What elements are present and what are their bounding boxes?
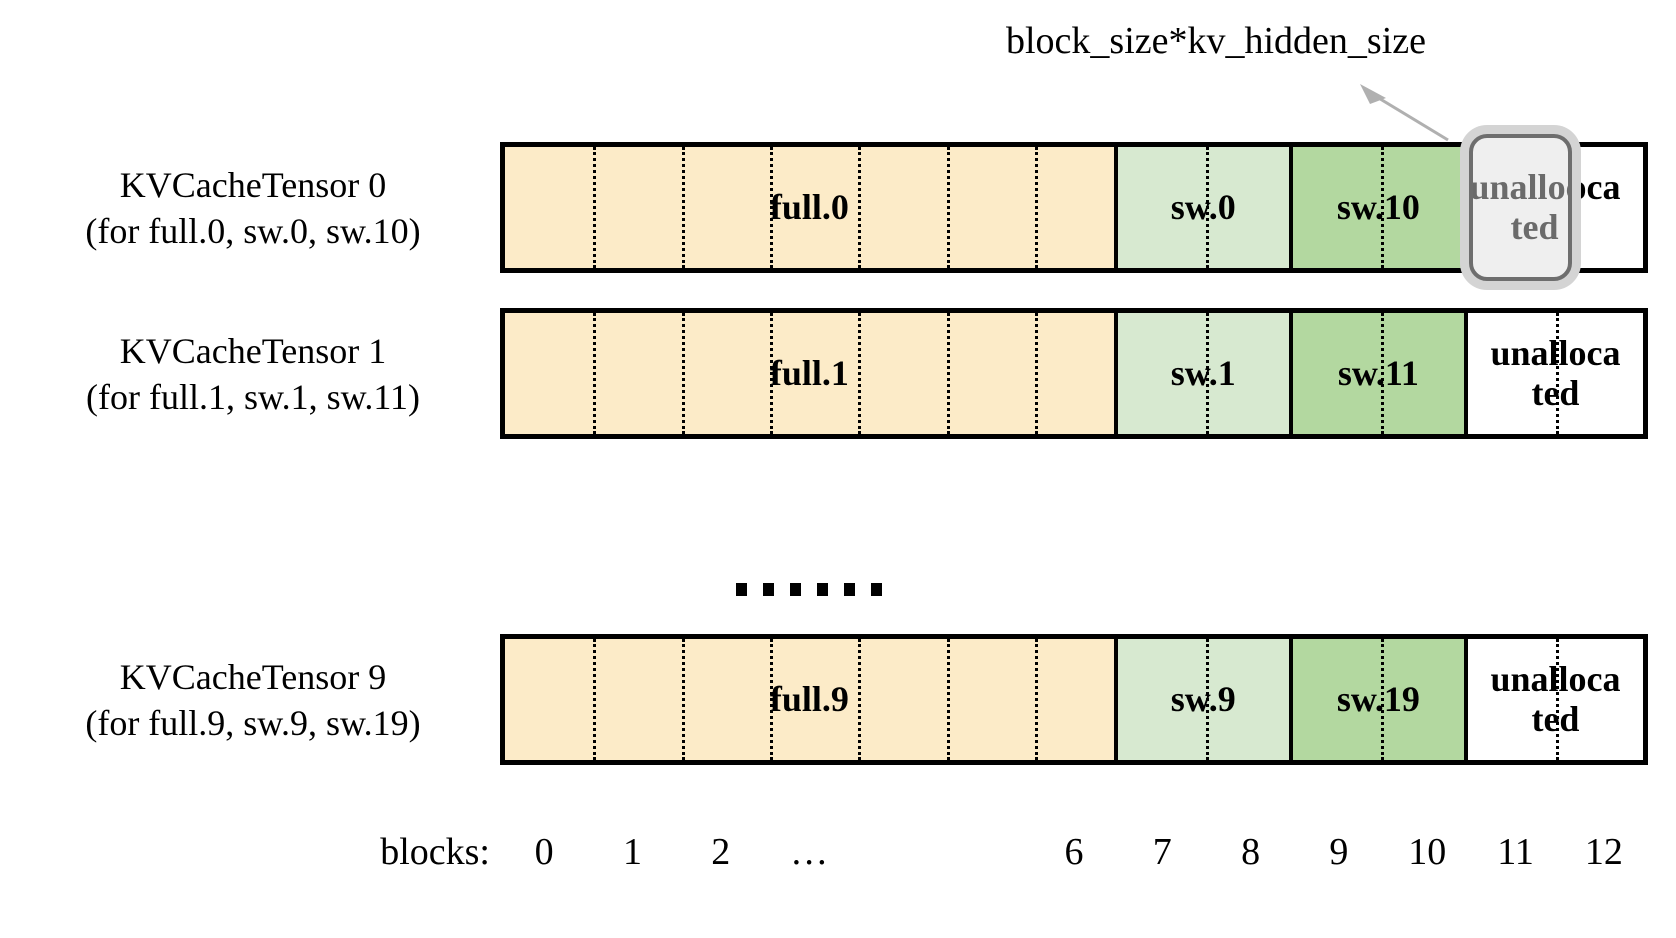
blocks-axis-tick: 8: [1241, 831, 1261, 873]
block-divider: [1034, 639, 1038, 760]
tensor-row-label-line1: KVCacheTensor 1: [119, 330, 387, 371]
blocks-axis-tick: 1: [622, 831, 642, 873]
block-divider: [1206, 313, 1210, 434]
block-divider: [1034, 313, 1038, 434]
tensor-cell-label: sw.1: [1170, 353, 1236, 394]
tensor-row-label-line1: KVCacheTensor 0: [119, 164, 387, 205]
block-divider: [946, 147, 950, 268]
block-divider: [1381, 147, 1385, 268]
blocks-axis-tick: 0: [534, 831, 554, 873]
tensor-cell-label: full.9: [769, 679, 849, 720]
tensor-cell-label: full.0: [769, 187, 849, 228]
block-divider: [681, 313, 685, 434]
block-divider: [593, 639, 597, 760]
ellipsis-dot: [844, 583, 855, 596]
block-divider: [1206, 639, 1210, 760]
block-divider: [769, 147, 773, 268]
block-divider: [946, 639, 950, 760]
tensor-cell-sw_dark[interactable]: sw.11: [1292, 313, 1468, 434]
tensor-cell-full[interactable]: full.1: [505, 313, 1118, 434]
annotation-block-size-label: block_size*kv_hidden_size: [1006, 20, 1427, 62]
block-divider: [681, 147, 685, 268]
tensor-cell-label: sw.9: [1170, 679, 1236, 720]
block-divider: [593, 313, 597, 434]
block-divider: [1206, 147, 1210, 268]
tensor-row-label-line2: (for full.9, sw.9, sw.19): [85, 702, 421, 743]
tensor-row-label: KVCacheTensor 9 (for full.9, sw.9, sw.19): [18, 654, 488, 746]
blocks-axis-tick: 9: [1329, 831, 1349, 873]
tensor-cell-label: sw.0: [1170, 187, 1236, 228]
tensor-row-label-line2: (for full.0, sw.0, sw.10): [85, 210, 421, 251]
tensor-cell-label: sw.19: [1336, 679, 1420, 720]
block-divider: [858, 313, 862, 434]
blocks-axis-tick: 7: [1152, 831, 1172, 873]
tensor-cell-full[interactable]: full.9: [505, 639, 1118, 760]
blocks-axis-label: blocks:: [380, 831, 490, 873]
blocks-axis-tick: 10: [1408, 831, 1447, 873]
blocks-axis-tick: 12: [1584, 831, 1623, 873]
tensor-row-label: KVCacheTensor 0 (for full.0, sw.0, sw.10): [18, 162, 488, 254]
annotation-arrow-icon: [1360, 84, 1449, 142]
ellipsis-dot: [871, 583, 882, 596]
tensor-row-label-line2: (for full.1, sw.1, sw.11): [86, 376, 420, 417]
blocks-axis-tick: …: [790, 831, 829, 873]
block-divider: [1381, 639, 1385, 760]
tensor-cell-sw_light[interactable]: sw.1: [1117, 313, 1293, 434]
block-divider: [1556, 639, 1560, 760]
tensor-cell-label: full.1: [769, 353, 849, 394]
tensor-cell-sw_light[interactable]: sw.0: [1117, 147, 1293, 268]
tensor-cell-sw_dark[interactable]: sw.10: [1292, 147, 1468, 268]
block-divider: [769, 639, 773, 760]
block-divider: [946, 313, 950, 434]
block-divider: [681, 639, 685, 760]
tensor-row-label-line1: KVCacheTensor 9: [119, 656, 387, 697]
tensor-row-label: KVCacheTensor 1 (for full.1, sw.1, sw.11): [18, 328, 488, 420]
ellipsis-dot: [790, 583, 801, 596]
blocks-axis-tick: 2: [711, 831, 731, 873]
block-divider: [1381, 313, 1385, 434]
ellipsis-dot: [817, 583, 828, 596]
tensor-cell-sw_light[interactable]: sw.9: [1117, 639, 1293, 760]
tensor-cell-label: sw.11: [1337, 353, 1419, 394]
tensor-cell-label: sw.10: [1336, 187, 1420, 228]
tensor-cell-sw_dark[interactable]: sw.19: [1292, 639, 1468, 760]
block-divider: [858, 147, 862, 268]
tensor-cell-full[interactable]: full.0: [505, 147, 1118, 268]
block-divider: [858, 639, 862, 760]
block-divider: [1034, 147, 1038, 268]
block-divider: [1556, 313, 1560, 434]
block-divider: [769, 313, 773, 434]
blocks-axis-tick: 6: [1064, 831, 1084, 873]
block-divider: [593, 147, 597, 268]
ellipsis-dot: [736, 583, 747, 596]
blocks-axis-tick: 11: [1497, 831, 1534, 873]
ellipsis-dot: [763, 583, 774, 596]
rows-ellipsis: [736, 583, 882, 596]
